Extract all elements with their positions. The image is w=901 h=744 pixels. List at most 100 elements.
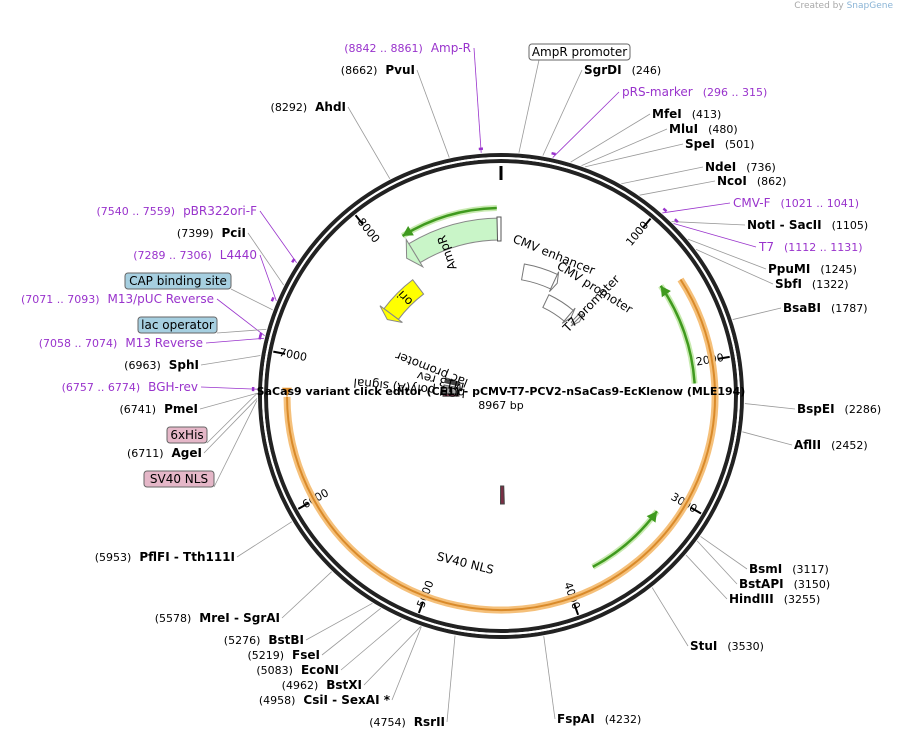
orf-segment-2-head [646, 511, 658, 523]
enzyme-site-left: MreI - SgrAI(5578) [155, 611, 280, 625]
leader-line [518, 59, 540, 153]
enzyme-name: HindIII [729, 592, 774, 606]
enzyme-position: (4754) [369, 716, 406, 729]
leader-line [206, 393, 258, 444]
enzyme-name: NdeI [705, 160, 736, 174]
leader-line [570, 113, 651, 163]
enzyme-position: (736) [746, 161, 776, 174]
enzyme-site-left: EcoNI(5083) [256, 663, 339, 677]
leader-line [391, 626, 422, 701]
credit-prefix: Created by [794, 1, 844, 11]
primer-position: (6757 .. 6774) [62, 381, 141, 394]
orf-band [283, 277, 719, 614]
enzyme-position: (8292) [271, 101, 308, 114]
feature-box-text: CAP binding site [129, 274, 227, 288]
primer-position: (1021 .. 1041) [780, 197, 859, 210]
feature-box-text: SV40 NLS [150, 472, 208, 486]
enzyme-site-left: CsiI - SexAI * (4958) [259, 693, 391, 707]
primer-name: L4440 [220, 248, 257, 262]
m13-rev-box [443, 381, 459, 387]
enzyme-name: CsiI - SexAI * [303, 693, 390, 707]
enzyme-position: (246) [632, 64, 662, 77]
enzyme-name: BsmI [749, 562, 782, 576]
enzyme-position: (1322) [812, 278, 849, 291]
primer-label: pRS-marker(296 .. 315) [622, 85, 767, 99]
enzyme-position: (4962) [282, 679, 319, 692]
leader-line [651, 587, 689, 647]
enzyme-name: SgrDI [584, 63, 622, 77]
leader-line [696, 540, 738, 585]
primer-position: (296 .. 315) [703, 86, 768, 99]
feature-box [124, 272, 232, 290]
enzyme-position: (3117) [792, 563, 829, 576]
feature-box-text: AmpR promoter [532, 45, 627, 59]
enzyme-position: (3255) [784, 593, 821, 606]
primer-mark [270, 296, 275, 302]
map-size: 8967 bp [478, 399, 523, 412]
primer-label: Amp-R(8842 .. 8861) [344, 41, 471, 55]
enzyme-position: (3530) [727, 640, 764, 653]
leader-line [543, 636, 556, 720]
leader-line [363, 626, 422, 686]
ampr-track-head [402, 225, 414, 236]
enzyme-site-right: StuI (3530) [690, 639, 764, 653]
enzyme-site-left: BstBI(5276) [224, 633, 304, 647]
enzyme-position: (1105) [832, 219, 869, 232]
enzyme-site-right: NdeI (736) [705, 160, 776, 174]
enzyme-name: PvuI [385, 63, 415, 77]
leader-line [236, 521, 293, 558]
primer-position: (7289 .. 7306) [133, 249, 212, 262]
leader-line [213, 400, 258, 488]
enzyme-site-left: FseI(5219) [247, 648, 320, 662]
enzyme-name: BstXI [326, 678, 362, 692]
enzyme-site-left: AgeI(6711) [127, 446, 202, 460]
leader-line [695, 249, 774, 285]
scale-tick [417, 601, 425, 614]
enzyme-position: (5953) [95, 551, 132, 564]
snapgene-credit: Created by SnapGene [794, 1, 893, 11]
enzyme-name: BstBI [268, 633, 304, 647]
feature-box-label: lac operator [137, 316, 218, 334]
leader-line [662, 202, 731, 214]
primer-mark [674, 218, 679, 224]
feature-box-text: 6xHis [170, 428, 203, 442]
enzyme-position: (4958) [259, 694, 296, 707]
enzyme-site-left: PvuI(8662) [341, 63, 415, 77]
leader-line [446, 635, 456, 723]
orf-segment-1 [659, 285, 696, 384]
leader-line [581, 128, 668, 167]
enzyme-site-right: BstAPI(3150) [739, 577, 830, 591]
primer-position: (7071 .. 7093) [21, 293, 100, 306]
bgh-polya-box [442, 384, 461, 395]
enzyme-name: PpuMI [768, 262, 810, 276]
enzyme-name: FspAI [557, 712, 595, 726]
leader-line [200, 386, 258, 390]
enzyme-position: (6963) [124, 359, 161, 372]
scale-tick-label: 8000 [355, 216, 383, 246]
primer-label: M13/pUC Reverse(7071 .. 7093) [21, 292, 214, 306]
enzyme-site-right: BsmI (3117) [749, 562, 829, 576]
primer-position: (8842 .. 8861) [344, 42, 423, 55]
enzyme-site-left: RsrII(4754) [369, 715, 445, 729]
enzyme-position: (5219) [247, 649, 284, 662]
leader-line [216, 298, 265, 336]
primer-mark [291, 258, 296, 263]
enzyme-name: StuI [690, 639, 717, 653]
ori-arrow-body [383, 279, 425, 321]
leader-line [685, 554, 728, 600]
enzyme-name: MreI - SgrAI [199, 611, 280, 625]
leader-line [321, 607, 381, 656]
feature-box [528, 43, 631, 61]
backbone-outer-ring [258, 153, 744, 639]
enzyme-name: SphI [169, 358, 199, 372]
primer-name: pBR322ori-F [183, 204, 257, 218]
enzyme-site-right: NcoI(862) [717, 174, 786, 188]
enzyme-name: BsaBI [783, 301, 821, 315]
primer-label: BGH-rev(6757 .. 6774) [62, 380, 198, 394]
scale-tick [297, 502, 310, 510]
primer-name: CMV-F [733, 196, 771, 210]
ampr-promoter-arrow [496, 216, 502, 242]
leader-line [687, 238, 767, 270]
enzyme-name: NotI - SacII [747, 218, 822, 232]
